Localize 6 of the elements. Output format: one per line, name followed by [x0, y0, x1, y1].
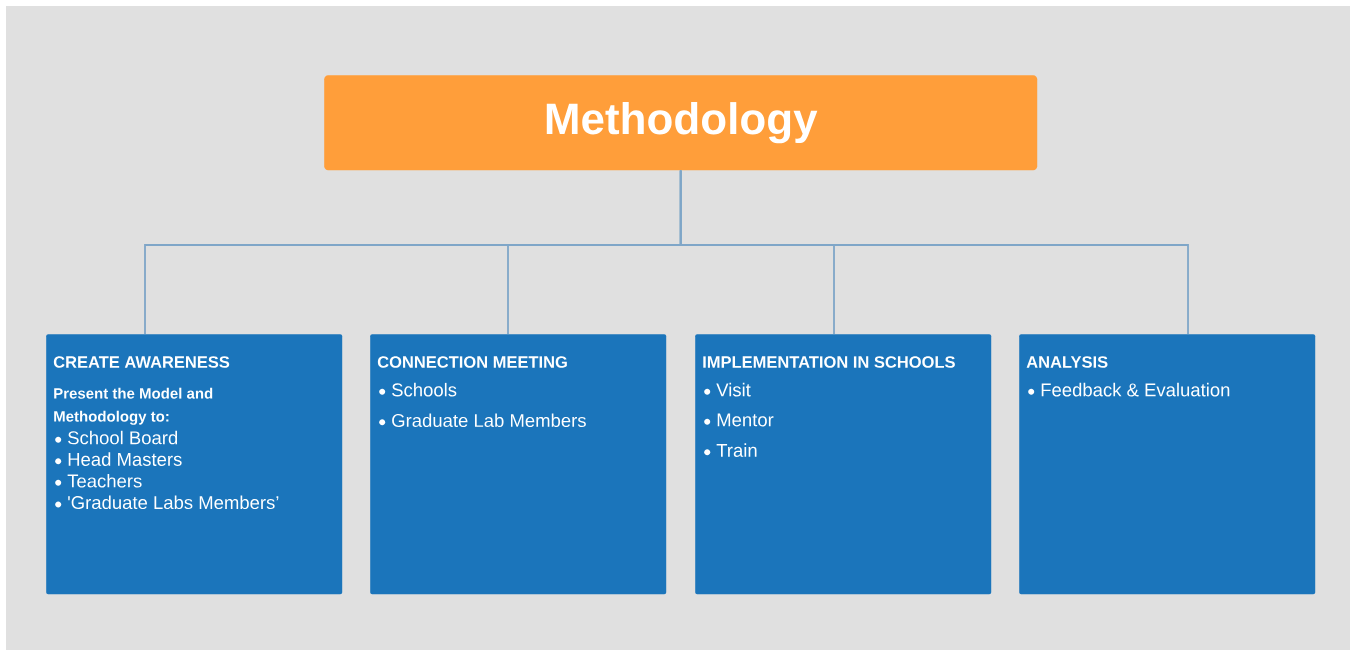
process-box: IMPLEMENTATION IN SCHOOLS Visit Mentor Train	[695, 334, 992, 595]
title-box: Methodology	[324, 75, 1038, 171]
connector-line	[679, 169, 1189, 335]
process-box: CREATE AWARENESS Present the Model and Methodology to: School Board Head Masters Teachers 'Graduate Labs Members’	[46, 334, 343, 595]
process-box: CONNECTION MEETING Schools Graduate Lab Members	[370, 334, 667, 595]
process-box: ANALYSIS Feedback & Evaluation	[1019, 334, 1316, 595]
